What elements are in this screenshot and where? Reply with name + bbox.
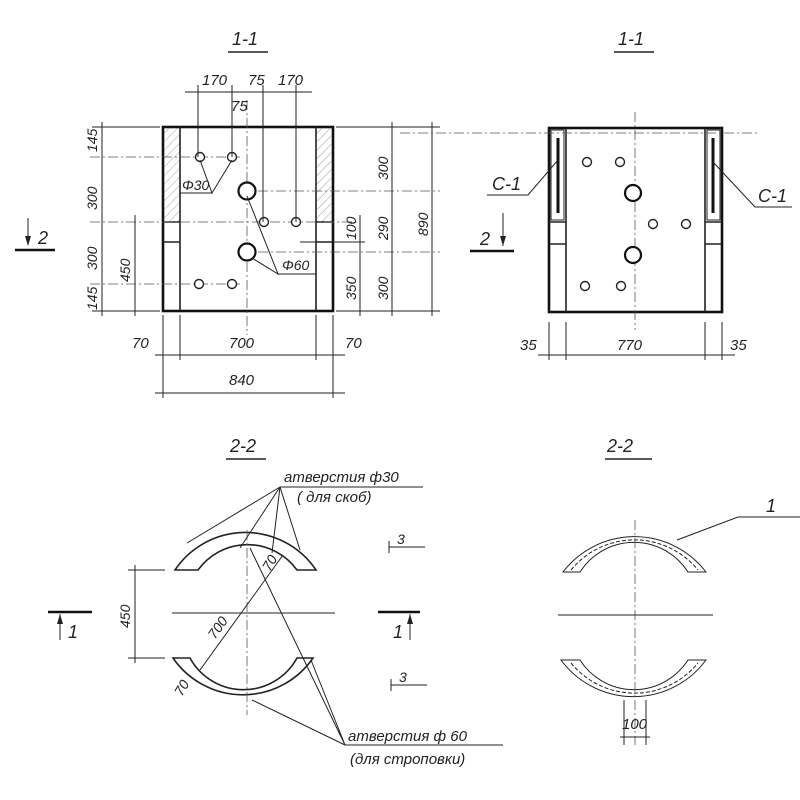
note-holes-30: атверстия ф30 <box>284 469 399 486</box>
dim-total-width: 840 <box>229 372 255 389</box>
dim-left: 300 <box>84 246 100 270</box>
hole-30 <box>226 278 238 290</box>
left-plan-view: 2-2 450 700 70 70 атверстия ф30 ( для ск… <box>48 436 503 768</box>
dim-right-inner: 350 <box>343 276 359 300</box>
left-section-view: 1-1 Φ30 Φ60 170 <box>15 29 440 398</box>
top-half-ring <box>173 531 318 571</box>
dim-gap: 450 <box>117 604 133 628</box>
dim-bottom: 70 <box>345 335 362 352</box>
dim-top: 170 <box>202 72 228 89</box>
outline <box>547 126 724 314</box>
dim-bottom: 70 <box>132 335 149 352</box>
bottom-half-ring <box>560 659 707 698</box>
dim-thickness: 70 <box>259 552 281 574</box>
hole-large-label: Φ60 <box>282 257 310 273</box>
callout-1: 1 <box>766 496 776 516</box>
right-plan-title: 2-2 <box>606 436 633 456</box>
section-marker: 2 <box>479 229 490 249</box>
dim-thickness: 70 <box>171 677 193 699</box>
right-section-title: 1-1 <box>618 29 644 49</box>
dim-top: 170 <box>278 72 304 89</box>
dim-bottom: 770 <box>617 337 643 354</box>
left-plan-title: 2-2 <box>229 436 256 456</box>
dim-center: 75 <box>231 98 248 115</box>
dim-total-height: 890 <box>415 212 431 236</box>
section-marker: 3 <box>399 669 407 685</box>
dim-bottom: 35 <box>730 337 747 354</box>
rebar-label: С-1 <box>758 186 787 206</box>
note-holes-60-purpose: (для строповки) <box>350 751 465 768</box>
dim-bottom: 100 <box>622 716 648 733</box>
dim-bottom: 35 <box>520 337 537 354</box>
hole-30 <box>193 278 205 290</box>
dim-top: 75 <box>248 72 265 89</box>
hole-small-label: Φ30 <box>182 177 210 193</box>
rebar-label: С-1 <box>492 174 521 194</box>
dim-bottom: 700 <box>229 335 255 352</box>
top-half-ring <box>561 536 708 573</box>
section-marker: 3 <box>397 531 405 547</box>
dim-right: 300 <box>375 276 391 300</box>
dim-right: 300 <box>375 156 391 180</box>
dim-diameter: 700 <box>204 613 231 641</box>
left-section-title: 1-1 <box>232 29 258 49</box>
hole-60 <box>237 242 257 262</box>
section-marker: 1 <box>393 622 403 642</box>
hole-30 <box>258 216 270 228</box>
dim-right: 290 <box>375 216 391 241</box>
note-holes-60: атверстия ф 60 <box>348 728 468 745</box>
dim-left: 300 <box>84 186 100 210</box>
dim-right-inner: 100 <box>343 216 359 240</box>
bottom-half-ring <box>171 657 315 696</box>
dim-left-inner: 450 <box>117 258 133 282</box>
hole-60 <box>237 181 257 201</box>
section-marker: 2 <box>37 228 48 248</box>
outline <box>161 125 335 313</box>
dim-left: 145 <box>84 128 100 152</box>
note-holes-30-purpose: ( для скоб) <box>297 489 371 506</box>
right-section-view: 1-1 С-1 С-1 35 770 35 2 <box>400 29 792 360</box>
section-marker: 1 <box>68 622 78 642</box>
left-wall-hatch <box>164 128 180 222</box>
dim-left: 145 <box>84 286 100 310</box>
right-wall-hatch <box>316 128 332 222</box>
right-plan-view: 2-2 1 100 <box>558 436 800 745</box>
